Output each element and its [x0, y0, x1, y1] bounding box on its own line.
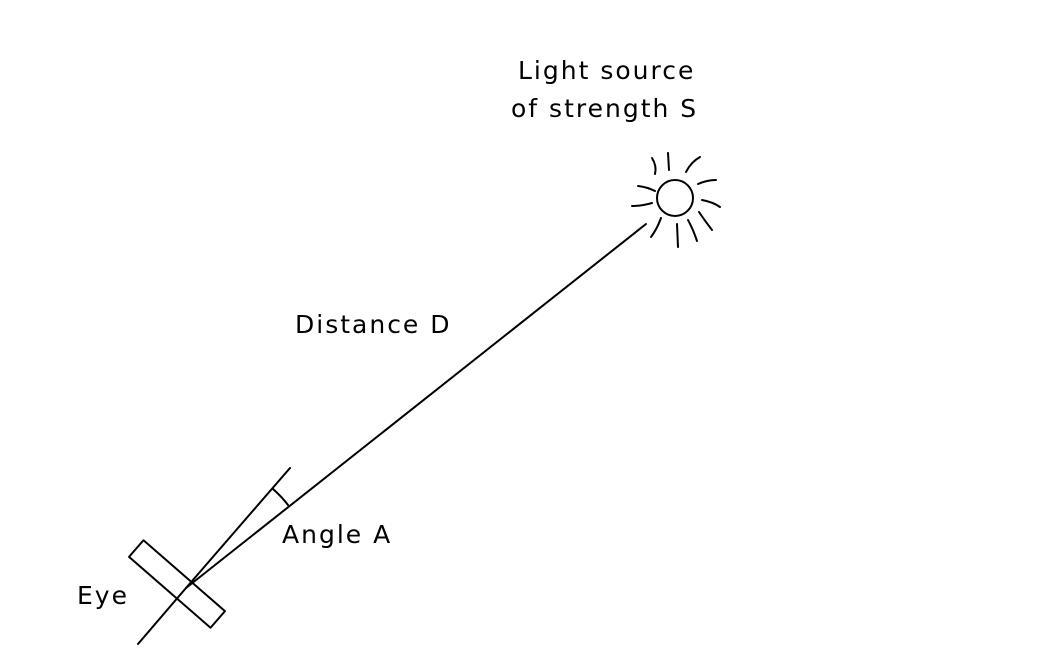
distance-line	[185, 223, 647, 589]
angle-ray	[185, 467, 291, 589]
light-source-icon	[631, 152, 721, 248]
angle-arc	[272, 488, 289, 506]
eye-label: Eye	[77, 581, 129, 610]
light-source-circle	[656, 179, 694, 217]
light-rays	[631, 152, 721, 248]
light-source-label-line2: of strength S	[511, 94, 698, 123]
angle-label: Angle A	[282, 520, 392, 549]
distance-label: Distance D	[295, 310, 452, 339]
eye-axis-line	[137, 587, 187, 645]
light-source-label-line1: Light source	[518, 56, 695, 85]
eye-icon	[128, 539, 226, 629]
